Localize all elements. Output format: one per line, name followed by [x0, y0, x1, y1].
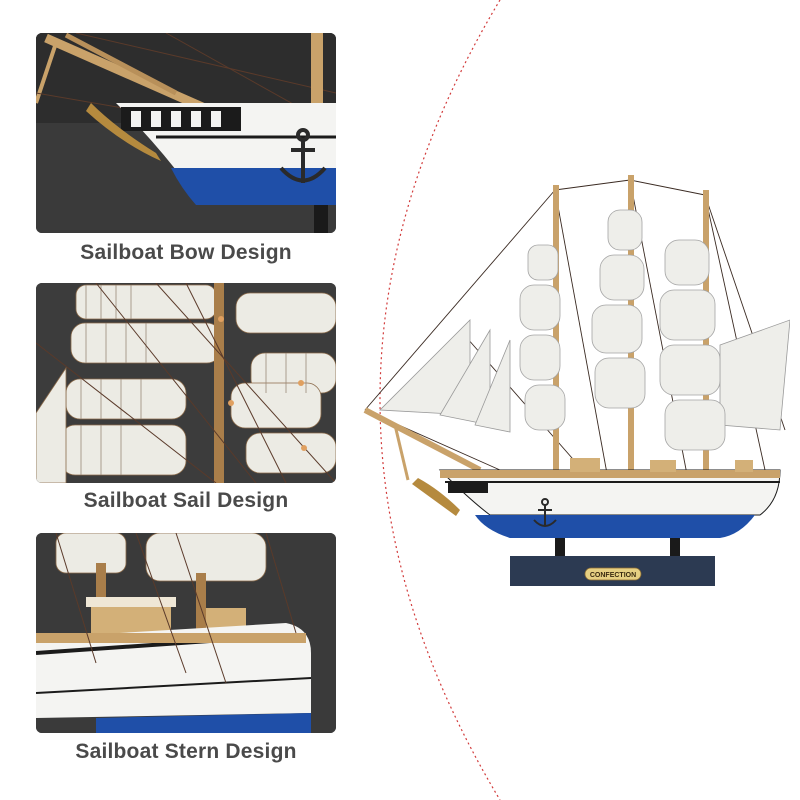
stern-caption: Sailboat Stern Design — [75, 740, 297, 763]
bow-caption: Sailboat Bow Design — [80, 241, 292, 264]
bow-detail-photo — [36, 33, 336, 233]
sail-detail-photo — [36, 283, 336, 483]
plaque-label: CONFECTION — [590, 572, 636, 579]
stern-detail-photo — [36, 533, 336, 733]
sailboat-model-image: CONFECTION — [363, 175, 790, 586]
sail-caption: Sailboat Sail Design — [83, 489, 289, 512]
